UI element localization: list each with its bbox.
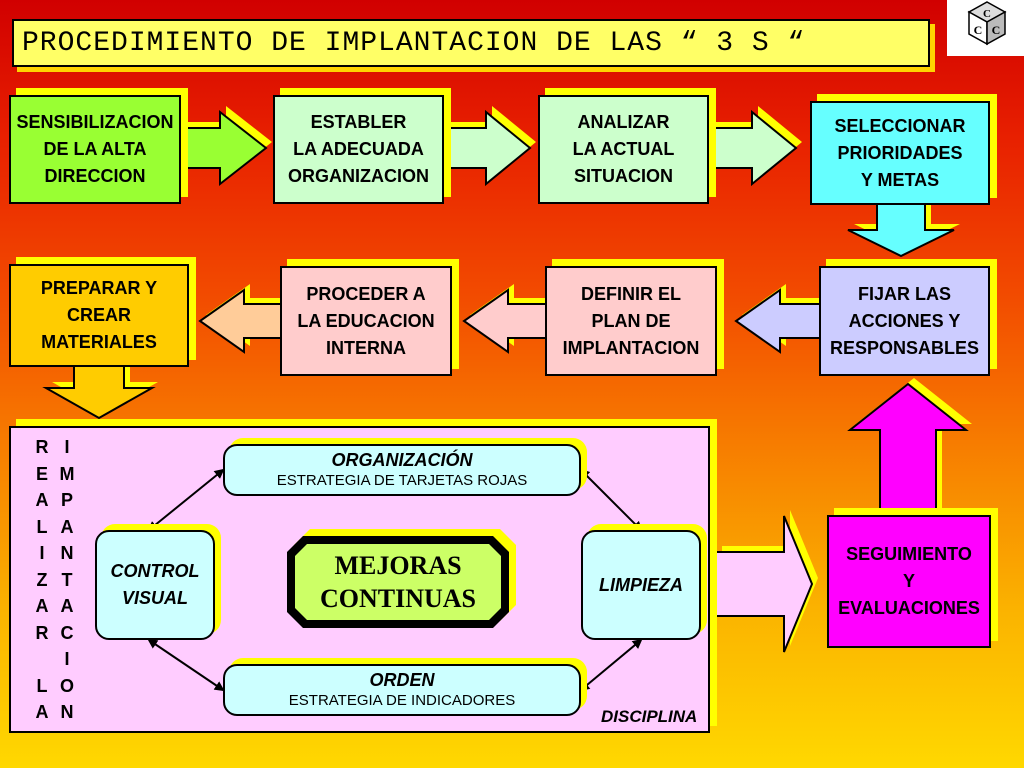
step-fijar: FIJAR LAS ACCIONES Y RESPONSABLES <box>819 266 990 376</box>
arrow-right-3 <box>702 106 802 187</box>
step-sensibilizacion: SENSIBILIZACION DE LA ALTA DIRECCION <box>9 95 181 204</box>
arrow-right-1 <box>169 106 272 187</box>
cycle-connectors <box>147 468 643 692</box>
step-proceder: PROCEDER A LA EDUCACION INTERNA <box>280 266 452 376</box>
control-visual-label: CONTROL VISUAL <box>110 561 200 608</box>
connector-control-organizacion <box>147 468 225 532</box>
orden-title: ORDEN <box>369 670 435 690</box>
control-visual-box: CONTROL VISUAL <box>95 530 215 640</box>
arrow-up-1 <box>847 378 972 516</box>
disciplina-label: DISCIPLINA <box>601 707 698 726</box>
step-seguimiento: SEGUIMIENTO Y EVALUACIONES <box>827 515 991 648</box>
arrow-right-2 <box>437 106 536 187</box>
organizacion-title: ORGANIZACIÓN <box>331 450 473 470</box>
arrow-down-2 <box>42 358 158 420</box>
step-seleccionar: SELECCIONAR PRIORIDADES Y METAS <box>810 101 990 205</box>
logo-letter-top: C <box>983 8 991 20</box>
limpieza-label: LIMPIEZA <box>599 574 683 595</box>
logo: C C C <box>947 0 1024 56</box>
arrow-left-3 <box>198 284 289 354</box>
page-title: PROCEDIMIENTO DE IMPLANTACION DE LAS “ 3… <box>12 19 930 67</box>
logo-cube-icon: C C C <box>967 1 1007 46</box>
connector-organizacion-limpieza <box>579 468 643 532</box>
realizar-la-column: R E A L I Z A R L A <box>35 437 49 722</box>
arrow-right-4 <box>715 510 818 653</box>
organizacion-subtitle: ESTRATEGIA DE TARJETAS ROJAS <box>276 472 528 489</box>
logo-letter-left: C <box>974 23 983 37</box>
step-preparar: PREPARAR Y CREAR MATERIALES <box>9 264 189 367</box>
cycle-panel: R E A L I Z A R L A I M P A N T A C I O … <box>9 426 710 733</box>
limpieza-box: LIMPIEZA <box>581 530 701 640</box>
logo-letter-right: C <box>992 23 1001 37</box>
orden-subtitle: ESTRATEGIA DE INDICADORES <box>288 692 516 709</box>
step-establer: ESTABLER LA ADECUADA ORGANIZACION <box>273 95 444 204</box>
orden-box: ORDEN ESTRATEGIA DE INDICADORES <box>223 664 581 716</box>
implantacion-column: I M P A N T A C I O N <box>59 437 75 722</box>
step-analizar: ANALIZAR LA ACTUAL SITUACION <box>538 95 709 204</box>
arrow-left-1 <box>734 284 828 354</box>
connector-orden-limpieza <box>579 638 643 692</box>
step-definir: DEFINIR EL PLAN DE IMPLANTACION <box>545 266 717 376</box>
connector-control-orden <box>147 638 225 692</box>
arrow-left-2 <box>462 284 554 354</box>
organizacion-box: ORGANIZACIÓN ESTRATEGIA DE TARJETAS ROJA… <box>223 444 581 496</box>
arrow-down-1 <box>847 194 960 258</box>
mejoras-continuas-label: MEJORAS CONTINUAS <box>319 551 477 613</box>
mejoras-octagon <box>287 529 516 628</box>
